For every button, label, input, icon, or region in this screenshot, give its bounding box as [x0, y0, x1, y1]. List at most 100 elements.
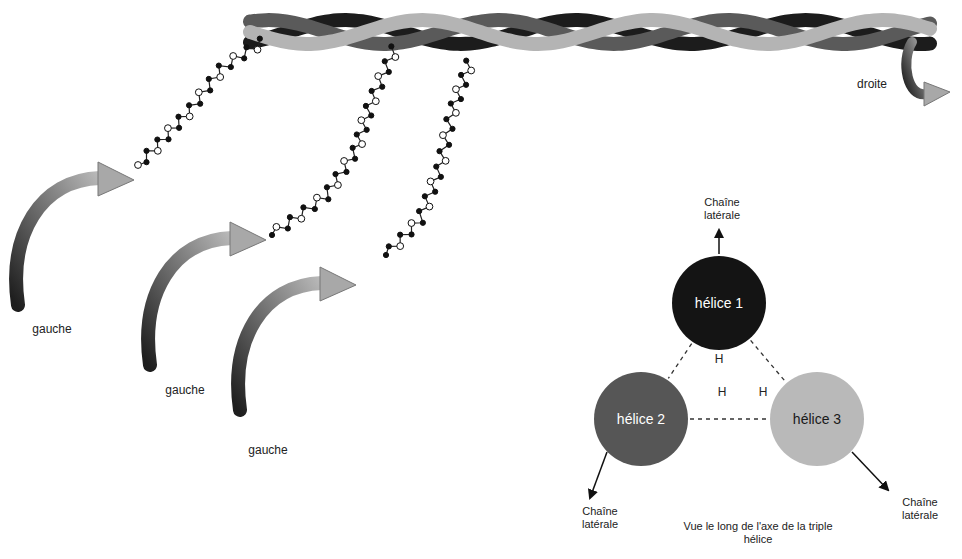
atom	[350, 145, 355, 150]
atom	[453, 109, 460, 116]
direction-label: droite	[850, 77, 894, 91]
atom	[434, 164, 439, 169]
atom	[386, 244, 391, 249]
side-chain-label: Chaîne latérale	[690, 196, 754, 222]
atom	[301, 205, 306, 210]
side-chain-arrows	[590, 230, 888, 498]
helix-circle: hélice 2	[594, 372, 688, 466]
hydrogen-label: H	[715, 385, 729, 399]
atom	[324, 185, 329, 190]
helix-circle: hélice 1	[672, 256, 766, 350]
atom	[230, 53, 237, 60]
atom	[344, 169, 349, 174]
atom	[364, 127, 369, 132]
hydrogen-bond	[751, 340, 786, 381]
atom	[335, 182, 342, 189]
atom	[155, 137, 160, 142]
side-chain-label: Chaîne latérale	[568, 505, 632, 531]
atom	[166, 137, 171, 142]
atom	[453, 86, 460, 93]
atom	[438, 174, 443, 179]
helix-ribbon	[250, 20, 930, 44]
atom	[359, 141, 366, 148]
atom	[375, 73, 382, 80]
atom	[206, 76, 211, 81]
side-chain-label: Chaîne latérale	[888, 496, 952, 522]
atom	[186, 113, 193, 120]
atom	[287, 215, 292, 220]
atom	[135, 162, 142, 169]
atom	[468, 67, 475, 74]
atom	[333, 172, 338, 177]
atom	[254, 46, 261, 53]
right-turn-arrow	[906, 42, 950, 106]
atom	[369, 88, 374, 93]
atom	[176, 125, 181, 130]
atom	[208, 88, 213, 93]
atom	[433, 189, 438, 194]
atom	[448, 101, 453, 106]
helix-circle: hélice 3	[770, 372, 864, 466]
atom	[392, 54, 399, 61]
atom	[417, 209, 422, 214]
hydrogen-bond	[690, 418, 768, 419]
atom	[372, 98, 379, 105]
atom	[228, 64, 233, 69]
view-caption: Vue le long de l'axe de la triple hélice	[678, 520, 838, 546]
atom	[341, 158, 348, 165]
chain-bond	[386, 61, 471, 255]
atom	[314, 194, 321, 201]
atom	[217, 74, 224, 81]
left-turn-arrow	[238, 267, 356, 410]
helix-ribbon	[250, 20, 930, 44]
hydrogen-bond	[668, 344, 691, 379]
atom	[298, 215, 305, 222]
atom	[437, 149, 442, 154]
atom	[397, 243, 404, 250]
atom	[144, 160, 149, 165]
helix-label: hélice 1	[695, 295, 743, 311]
hydrogen-label: H	[712, 352, 726, 366]
chain-bond	[138, 39, 260, 165]
atom	[216, 63, 221, 68]
atom	[144, 148, 149, 153]
atom	[440, 132, 447, 139]
atom	[463, 82, 468, 87]
atom	[382, 59, 387, 64]
helix-label: hélice 3	[793, 411, 841, 427]
atom	[386, 69, 391, 74]
atom	[186, 103, 191, 108]
atom	[358, 117, 365, 124]
atom	[389, 44, 394, 49]
atom	[427, 178, 434, 185]
atom	[369, 113, 374, 118]
atom	[326, 197, 331, 202]
helix-ribbon	[250, 20, 930, 44]
direction-label: gauche	[22, 322, 82, 336]
atom	[408, 220, 415, 227]
atom	[420, 220, 425, 225]
atom	[422, 194, 427, 199]
atom	[285, 226, 290, 231]
atom	[409, 232, 414, 237]
atom	[464, 58, 469, 63]
atom	[257, 36, 262, 41]
atom	[398, 232, 403, 237]
atom	[458, 72, 463, 77]
atom	[446, 142, 451, 147]
atom	[165, 125, 172, 132]
atom	[450, 126, 455, 131]
atom	[154, 147, 161, 154]
atom	[442, 157, 449, 164]
atom	[352, 156, 357, 161]
direction-label: gauche	[155, 383, 215, 397]
chain-bond	[272, 46, 395, 235]
molecular-chains	[135, 36, 475, 258]
atom	[273, 223, 280, 230]
atom	[458, 96, 463, 101]
helix-label: hélice 2	[617, 411, 665, 427]
atom	[380, 84, 385, 89]
atom	[363, 103, 368, 108]
